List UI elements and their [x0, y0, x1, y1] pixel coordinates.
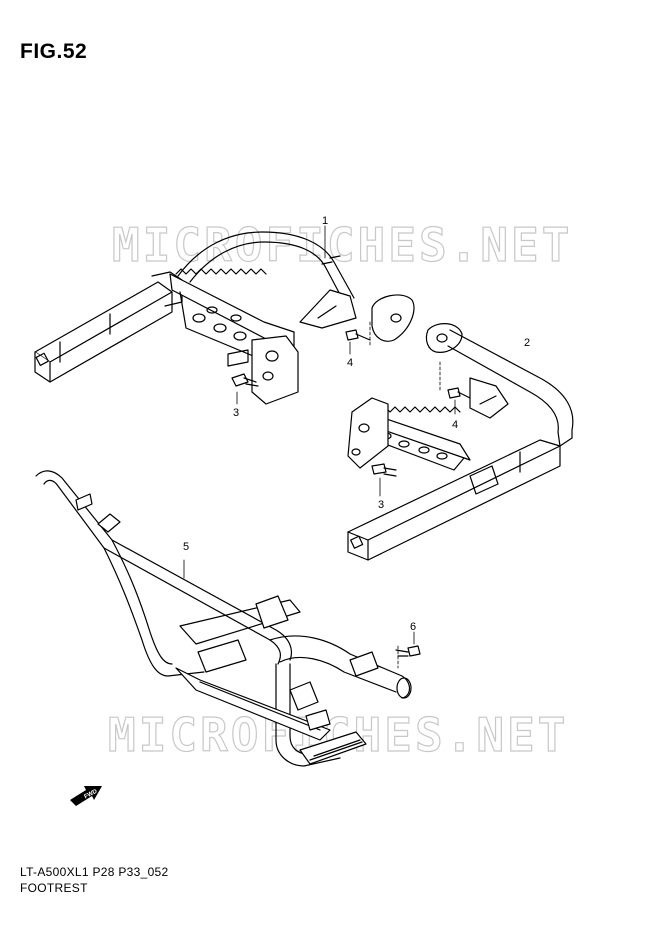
callout-1: 1	[322, 215, 328, 227]
callout-4-left: 4	[347, 357, 353, 369]
part-3-bolt-right	[371, 463, 397, 497]
part-4-bolt-left	[345, 321, 371, 355]
figure-title: FIG.52	[20, 40, 88, 63]
callout-3-left: 3	[233, 407, 239, 419]
callout-3-right: 3	[378, 499, 384, 511]
callout-2: 2	[524, 337, 530, 349]
part-4-bolt-right	[439, 361, 471, 415]
part-1-left-footrest	[34, 225, 415, 405]
callout-5: 5	[183, 541, 189, 553]
callout-numbers: 1 2 3 3 4 4 5 6	[183, 215, 530, 633]
callout-4-right: 4	[452, 419, 458, 431]
part-6-bolt	[395, 631, 421, 669]
part-5-lower-frame	[35, 470, 412, 767]
diagram-name: FOOTREST	[20, 881, 88, 895]
part-3-bolt-left	[231, 373, 259, 405]
part-2-right-footrest	[347, 323, 574, 561]
callout-6: 6	[410, 621, 416, 633]
fwd-arrow-icon: FWD	[70, 786, 102, 806]
diagram-code: LT-A500XL1 P28 P33_052	[20, 865, 169, 879]
